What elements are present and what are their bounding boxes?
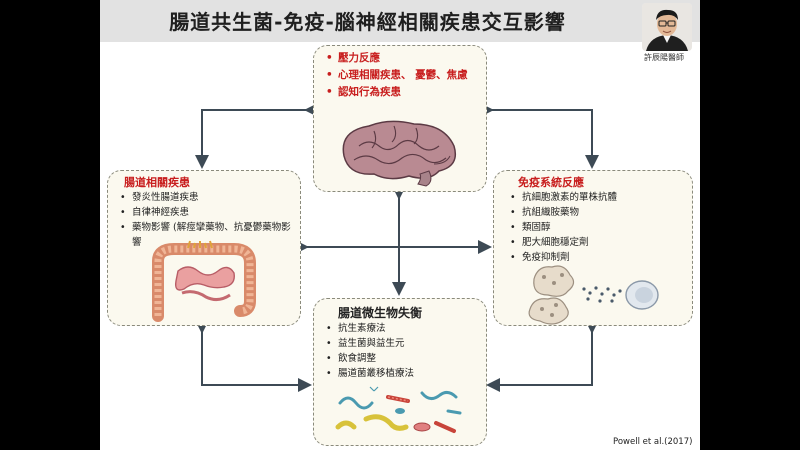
brain-item: 心理相關疾患、 憂鬱、焦慮 <box>324 67 482 84</box>
microbiome-item: 飲食調整 <box>324 351 484 366</box>
microbiome-item: 抗生素療法 <box>324 321 484 336</box>
microbiome-item: 益生菌與益生元 <box>324 336 484 351</box>
gut-disease-item-list: 發炎性腸道疾患 自律神經疾患 藥物影響 (解痙攣藥物、抗憂鬱藥物影響 <box>118 190 294 250</box>
arrow-immune-microbiome <box>486 320 599 392</box>
immune-item: 肥大細胞穩定劑 <box>508 235 688 250</box>
arrow-brain-immune <box>480 103 599 169</box>
immune-item-list: 抗細胞激素的單株抗體 抗組織胺藥物 類固醇 肥大細胞穩定劑 免疫抑制劑 <box>508 190 688 265</box>
brain-item: 壓力反應 <box>324 50 482 67</box>
microbiome-heading: 腸道微生物失衡 <box>338 306 423 320</box>
gut-disease-heading: 腸道相關疾患 <box>124 176 190 189</box>
author-name: 許辰陽醫師 <box>644 53 684 62</box>
immune-item: 抗組織胺藥物 <box>508 205 688 220</box>
slide: 腸道共生菌-免疫-腦神經相關疾患交互影響 許辰陽醫師 <box>100 0 700 450</box>
brain-box: 壓力反應 心理相關疾患、 憂鬱、焦慮 認知行為疾患 <box>313 45 487 192</box>
gut-disease-box: 腸道相關疾患 發炎性腸道疾患 自律神經疾患 藥物影響 (解痙攣藥物、抗憂鬱藥物影… <box>107 170 301 326</box>
intestine-icon <box>152 240 256 322</box>
immune-item: 抗細胞激素的單株抗體 <box>508 190 688 205</box>
title-bar <box>100 0 700 42</box>
gut-disease-item: 自律神經疾患 <box>118 205 294 220</box>
gut-disease-item: 發炎性腸道疾患 <box>118 190 294 205</box>
immune-box: 免疫系統反應 抗細胞激素的單株抗體 抗組織胺藥物 類固醇 肥大細胞穩定劑 免疫抑… <box>493 170 693 326</box>
arrow-gut-microbiome <box>195 320 312 392</box>
brain-item: 認知行為疾患 <box>324 84 482 101</box>
gut-disease-item: 藥物影響 (解痙攣藥物、抗憂鬱藥物影響 <box>118 220 294 250</box>
immune-heading: 免疫系統反應 <box>518 176 584 189</box>
brain-icon <box>342 120 457 187</box>
brain-item-list: 壓力反應 心理相關疾患、 憂鬱、焦慮 認知行為疾患 <box>324 50 482 101</box>
microbiome-box: 腸道微生物失衡 抗生素療法 益生菌與益生元 飲食調整 腸道菌叢移植療法 <box>313 298 487 446</box>
immune-cells-icon <box>528 265 659 325</box>
immune-item: 類固醇 <box>508 220 688 235</box>
bacteria-icon <box>335 386 462 433</box>
slide-title: 腸道共生菌-免疫-腦神經相關疾患交互影響 <box>169 10 566 34</box>
arrow-brain-gut <box>195 103 318 169</box>
immune-item: 免疫抑制劑 <box>508 250 688 265</box>
microbiome-item-list: 抗生素療法 益生菌與益生元 飲食調整 腸道菌叢移植療法 <box>324 321 484 381</box>
portrait-icon <box>642 3 692 51</box>
microbiome-item: 腸道菌叢移植療法 <box>324 366 484 381</box>
citation: Powell et al.(2017) <box>613 437 693 447</box>
connector-arrows <box>195 103 599 392</box>
